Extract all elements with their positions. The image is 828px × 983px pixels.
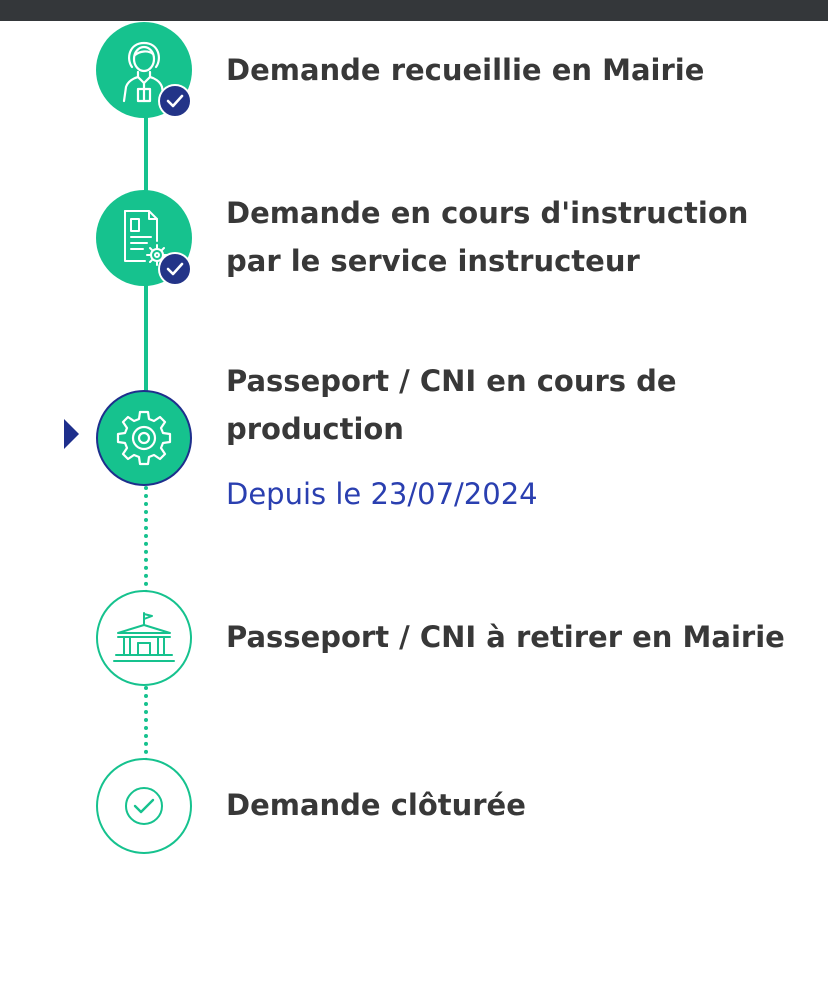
current-step-arrow-icon [64, 419, 79, 449]
timeline-connector-pending [144, 686, 148, 762]
timeline-connector-pending [144, 486, 148, 594]
town-hall-icon [113, 612, 175, 662]
step-2-circle [96, 190, 192, 286]
step-3-title: Passeport / CNI en cours de production [226, 364, 677, 446]
step-1-circle [96, 22, 192, 118]
top-bar [0, 0, 828, 21]
step-5-circle [96, 758, 192, 854]
check-badge-icon [158, 252, 192, 286]
step-2-title: Demande en cours d'instruction par le se… [226, 196, 749, 278]
timeline-connector-done [144, 282, 148, 394]
gear-icon [116, 410, 172, 466]
step-4-title: Passeport / CNI à retirer en Mairie [226, 620, 785, 654]
step-5-title: Demande clôturée [226, 788, 526, 822]
timeline-connector-done [144, 115, 148, 197]
document-gear-icon [124, 210, 167, 266]
step-3-circle [96, 390, 192, 486]
agent-woman-icon [122, 41, 166, 103]
step-4-circle [96, 590, 192, 686]
step-3-date: Depuis le 23/07/2024 [226, 477, 538, 511]
check-badge-icon [158, 84, 192, 118]
check-circle-icon [125, 787, 163, 825]
step-1-title: Demande recueillie en Mairie [226, 53, 705, 87]
